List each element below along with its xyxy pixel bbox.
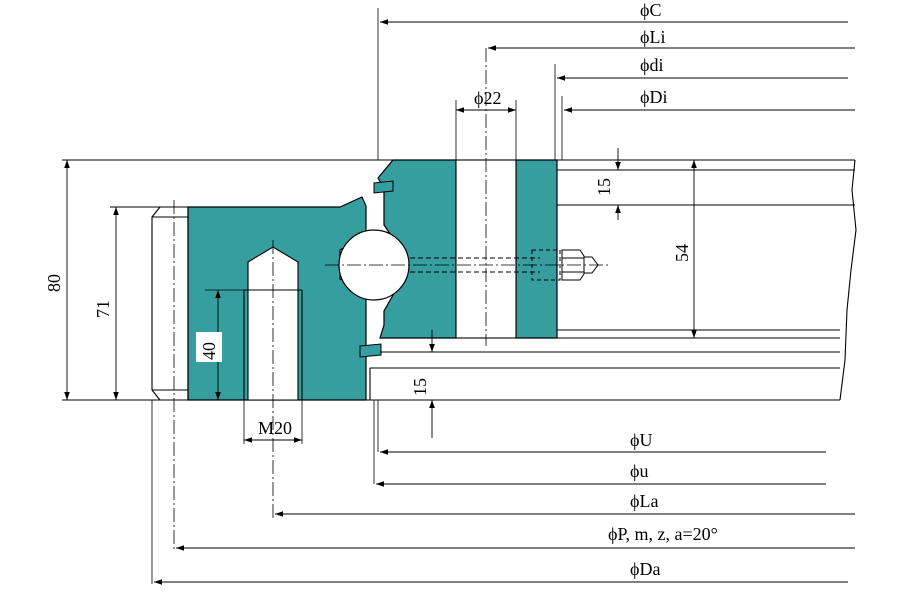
label-box-40	[196, 332, 222, 362]
label-da: ϕDa	[630, 559, 660, 579]
label-c: ϕC	[640, 0, 661, 20]
center-lines	[173, 48, 610, 550]
label-80: 80	[44, 274, 64, 292]
label-hole: ϕ22	[474, 88, 501, 108]
label-u-big: ϕU	[630, 430, 652, 450]
label-40: 40	[199, 342, 219, 360]
bearing-outline	[62, 159, 857, 401]
label-u-small: ϕu	[630, 461, 648, 481]
label-li: ϕLi	[640, 27, 665, 47]
seals	[359, 180, 394, 358]
labels: ϕC ϕLi ϕdi ϕDi ϕ22 80 71 40 54 15 15 M20…	[44, 0, 718, 579]
label-15-top: 15	[594, 178, 614, 196]
label-p: ϕP, m, z, a=20°	[608, 524, 718, 544]
label-15-bottom: 15	[410, 378, 430, 396]
label-la: ϕLa	[630, 491, 658, 511]
label-di-big: ϕDi	[640, 87, 667, 107]
label-m20: M20	[258, 418, 292, 438]
label-71: 71	[93, 300, 113, 318]
label-di-small: ϕdi	[640, 55, 663, 75]
dimension-lines	[64, 19, 855, 585]
label-54: 54	[672, 244, 692, 262]
extension-lines	[151, 8, 700, 584]
